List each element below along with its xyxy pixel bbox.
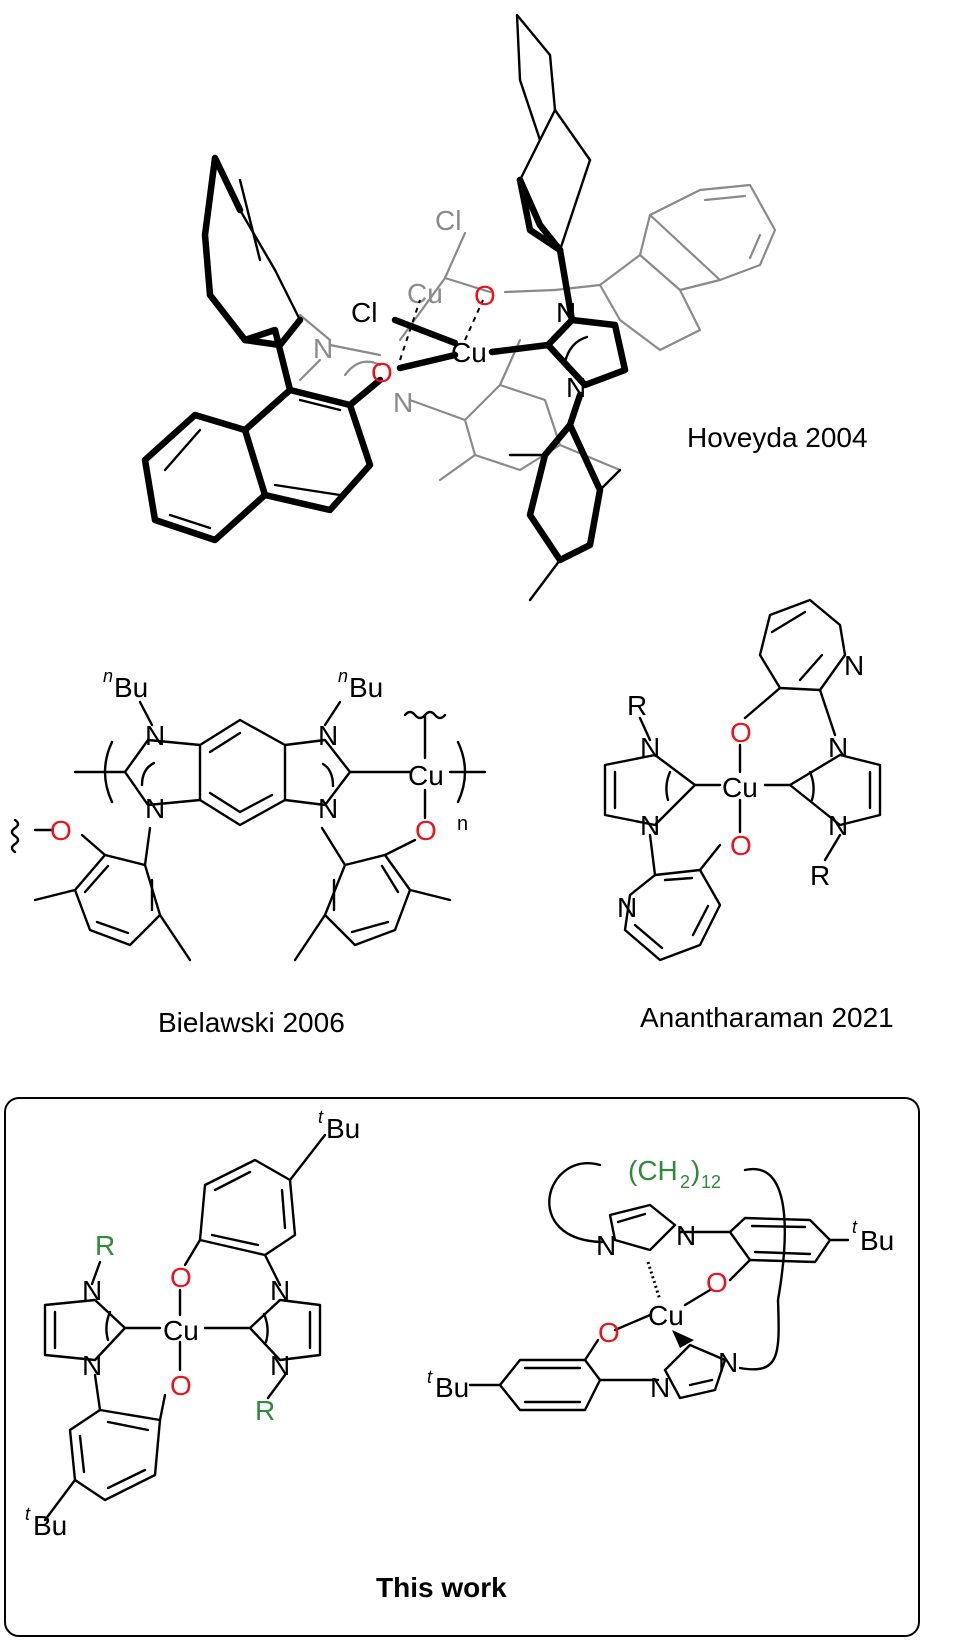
hoveyda-bold-layer	[141, 13, 629, 602]
svg-text:Bu: Bu	[33, 1510, 67, 1541]
svg-text:Bu: Bu	[326, 1113, 360, 1144]
this-work-complex-right: (CH 2 ) 12 N N t Bu O Cu O N N t Bu	[427, 1155, 894, 1412]
hoveyda-cu-grey: Cu	[407, 278, 443, 309]
svg-text:Bu: Bu	[349, 672, 383, 703]
hoveyda-n-grey-left: N	[313, 333, 333, 364]
this-work-left-n2: N	[82, 1350, 102, 1381]
anantharaman-cu: Cu	[722, 772, 758, 803]
bielawski-o-right: O	[415, 815, 437, 846]
svg-text:2: 2	[680, 1172, 690, 1192]
caption-hoveyda: Hoveyda 2004	[687, 422, 868, 453]
hoveyda-n-lower: N	[566, 372, 586, 403]
this-work-left-tbu-bottom: t Bu	[25, 1504, 67, 1541]
bielawski-n2: N	[145, 793, 165, 824]
anantharaman-n3: N	[828, 732, 848, 763]
anantharaman-n2: N	[640, 810, 660, 841]
this-work-right-n2: N	[676, 1220, 696, 1251]
svg-text:12: 12	[701, 1172, 721, 1192]
svg-text:n: n	[338, 666, 348, 686]
this-work-left-tbu-top: t Bu	[318, 1107, 360, 1144]
this-work-right-n3: N	[718, 1347, 738, 1378]
this-work-right-n4: N	[650, 1372, 670, 1403]
hoveyda-cl: Cl	[351, 297, 377, 328]
anantharaman-n-pyr-bottom: N	[617, 892, 637, 923]
hoveyda-n-grey-lower: N	[393, 387, 413, 418]
bielawski-polymer: N N N N Cu O O n n Bu n Bu Bielawski 200…	[10, 666, 487, 1038]
this-work-right-tbu-bottom: t Bu	[427, 1367, 469, 1403]
svg-text:n: n	[103, 666, 113, 686]
svg-text:t: t	[427, 1367, 433, 1387]
hoveyda-cu: Cu	[451, 337, 487, 368]
svg-text:): )	[691, 1155, 700, 1186]
anantharaman-n-pyr-top: N	[844, 650, 864, 681]
this-work-left-n3: N	[270, 1275, 290, 1306]
anantharaman-n1: N	[640, 732, 660, 763]
svg-text:Bu: Bu	[114, 672, 148, 703]
caption-bielawski: Bielawski 2006	[158, 1007, 345, 1038]
this-work-right-o-left: O	[598, 1317, 620, 1348]
this-work-left-n1: N	[82, 1275, 102, 1306]
hoveyda-o-top: O	[474, 280, 496, 311]
this-work-complex-left: t Bu O Cu O N N N N R R t Bu	[25, 1107, 360, 1541]
anantharaman-o-bottom: O	[730, 830, 752, 861]
this-work-box	[4, 1097, 920, 1637]
bielawski-n3: N	[318, 720, 338, 751]
svg-text:(CH: (CH	[628, 1155, 678, 1186]
this-work-right-ch2-label: (CH 2 ) 12	[628, 1155, 721, 1192]
svg-text:Bu: Bu	[435, 1372, 469, 1403]
this-work-right-cu: Cu	[648, 1300, 684, 1331]
this-work-left-cu: Cu	[163, 1315, 199, 1346]
bielawski-nbu-right: n Bu	[338, 666, 383, 703]
this-work-left-o-bottom: O	[170, 1370, 192, 1401]
hoveyda-o-left: O	[371, 357, 393, 388]
this-work-right-o-right: O	[706, 1267, 728, 1298]
this-work-right-tbu-top: t Bu	[852, 1217, 894, 1256]
this-work-left-o-top: O	[170, 1262, 192, 1293]
this-work-left-r-top: R	[95, 1230, 115, 1261]
svg-text:t: t	[25, 1504, 31, 1524]
svg-text:t: t	[318, 1107, 324, 1127]
bielawski-nbu-left: n Bu	[103, 666, 148, 703]
bielawski-cu: Cu	[408, 760, 444, 791]
bielawski-n4: N	[318, 793, 338, 824]
anantharaman-r-top: R	[627, 690, 647, 721]
hoveyda-complex: Cl Cu N N	[141, 13, 868, 602]
caption-anantharaman: Anantharaman 2021	[640, 1002, 894, 1033]
anantharaman-r-bottom: R	[810, 860, 830, 891]
this-work-right-bonds	[468, 1162, 850, 1412]
anantharaman-n4: N	[828, 810, 848, 841]
caption-this-work: This work	[376, 1572, 507, 1603]
bielawski-o-left: O	[50, 815, 72, 846]
svg-text:Bu: Bu	[860, 1225, 894, 1256]
svg-text:t: t	[852, 1217, 858, 1237]
anantharaman-complex: N O Cu O N N N N N R R Anantharaman 2021	[603, 598, 894, 1033]
bielawski-bonds	[10, 700, 487, 962]
bielawski-n-subscript: n	[457, 813, 468, 835]
anantharaman-bonds	[603, 598, 882, 962]
this-work-right-n1: N	[596, 1230, 616, 1261]
bielawski-n1: N	[145, 720, 165, 751]
anantharaman-o-top: O	[730, 717, 752, 748]
hoveyda-grey-layer	[298, 183, 777, 482]
this-work-left-n4: N	[270, 1350, 290, 1381]
hoveyda-n-upper: N	[556, 297, 576, 328]
this-work-left-r-bottom: R	[255, 1395, 275, 1426]
hoveyda-cl-grey: Cl	[435, 205, 461, 236]
this-work-left-bonds	[43, 1133, 327, 1522]
